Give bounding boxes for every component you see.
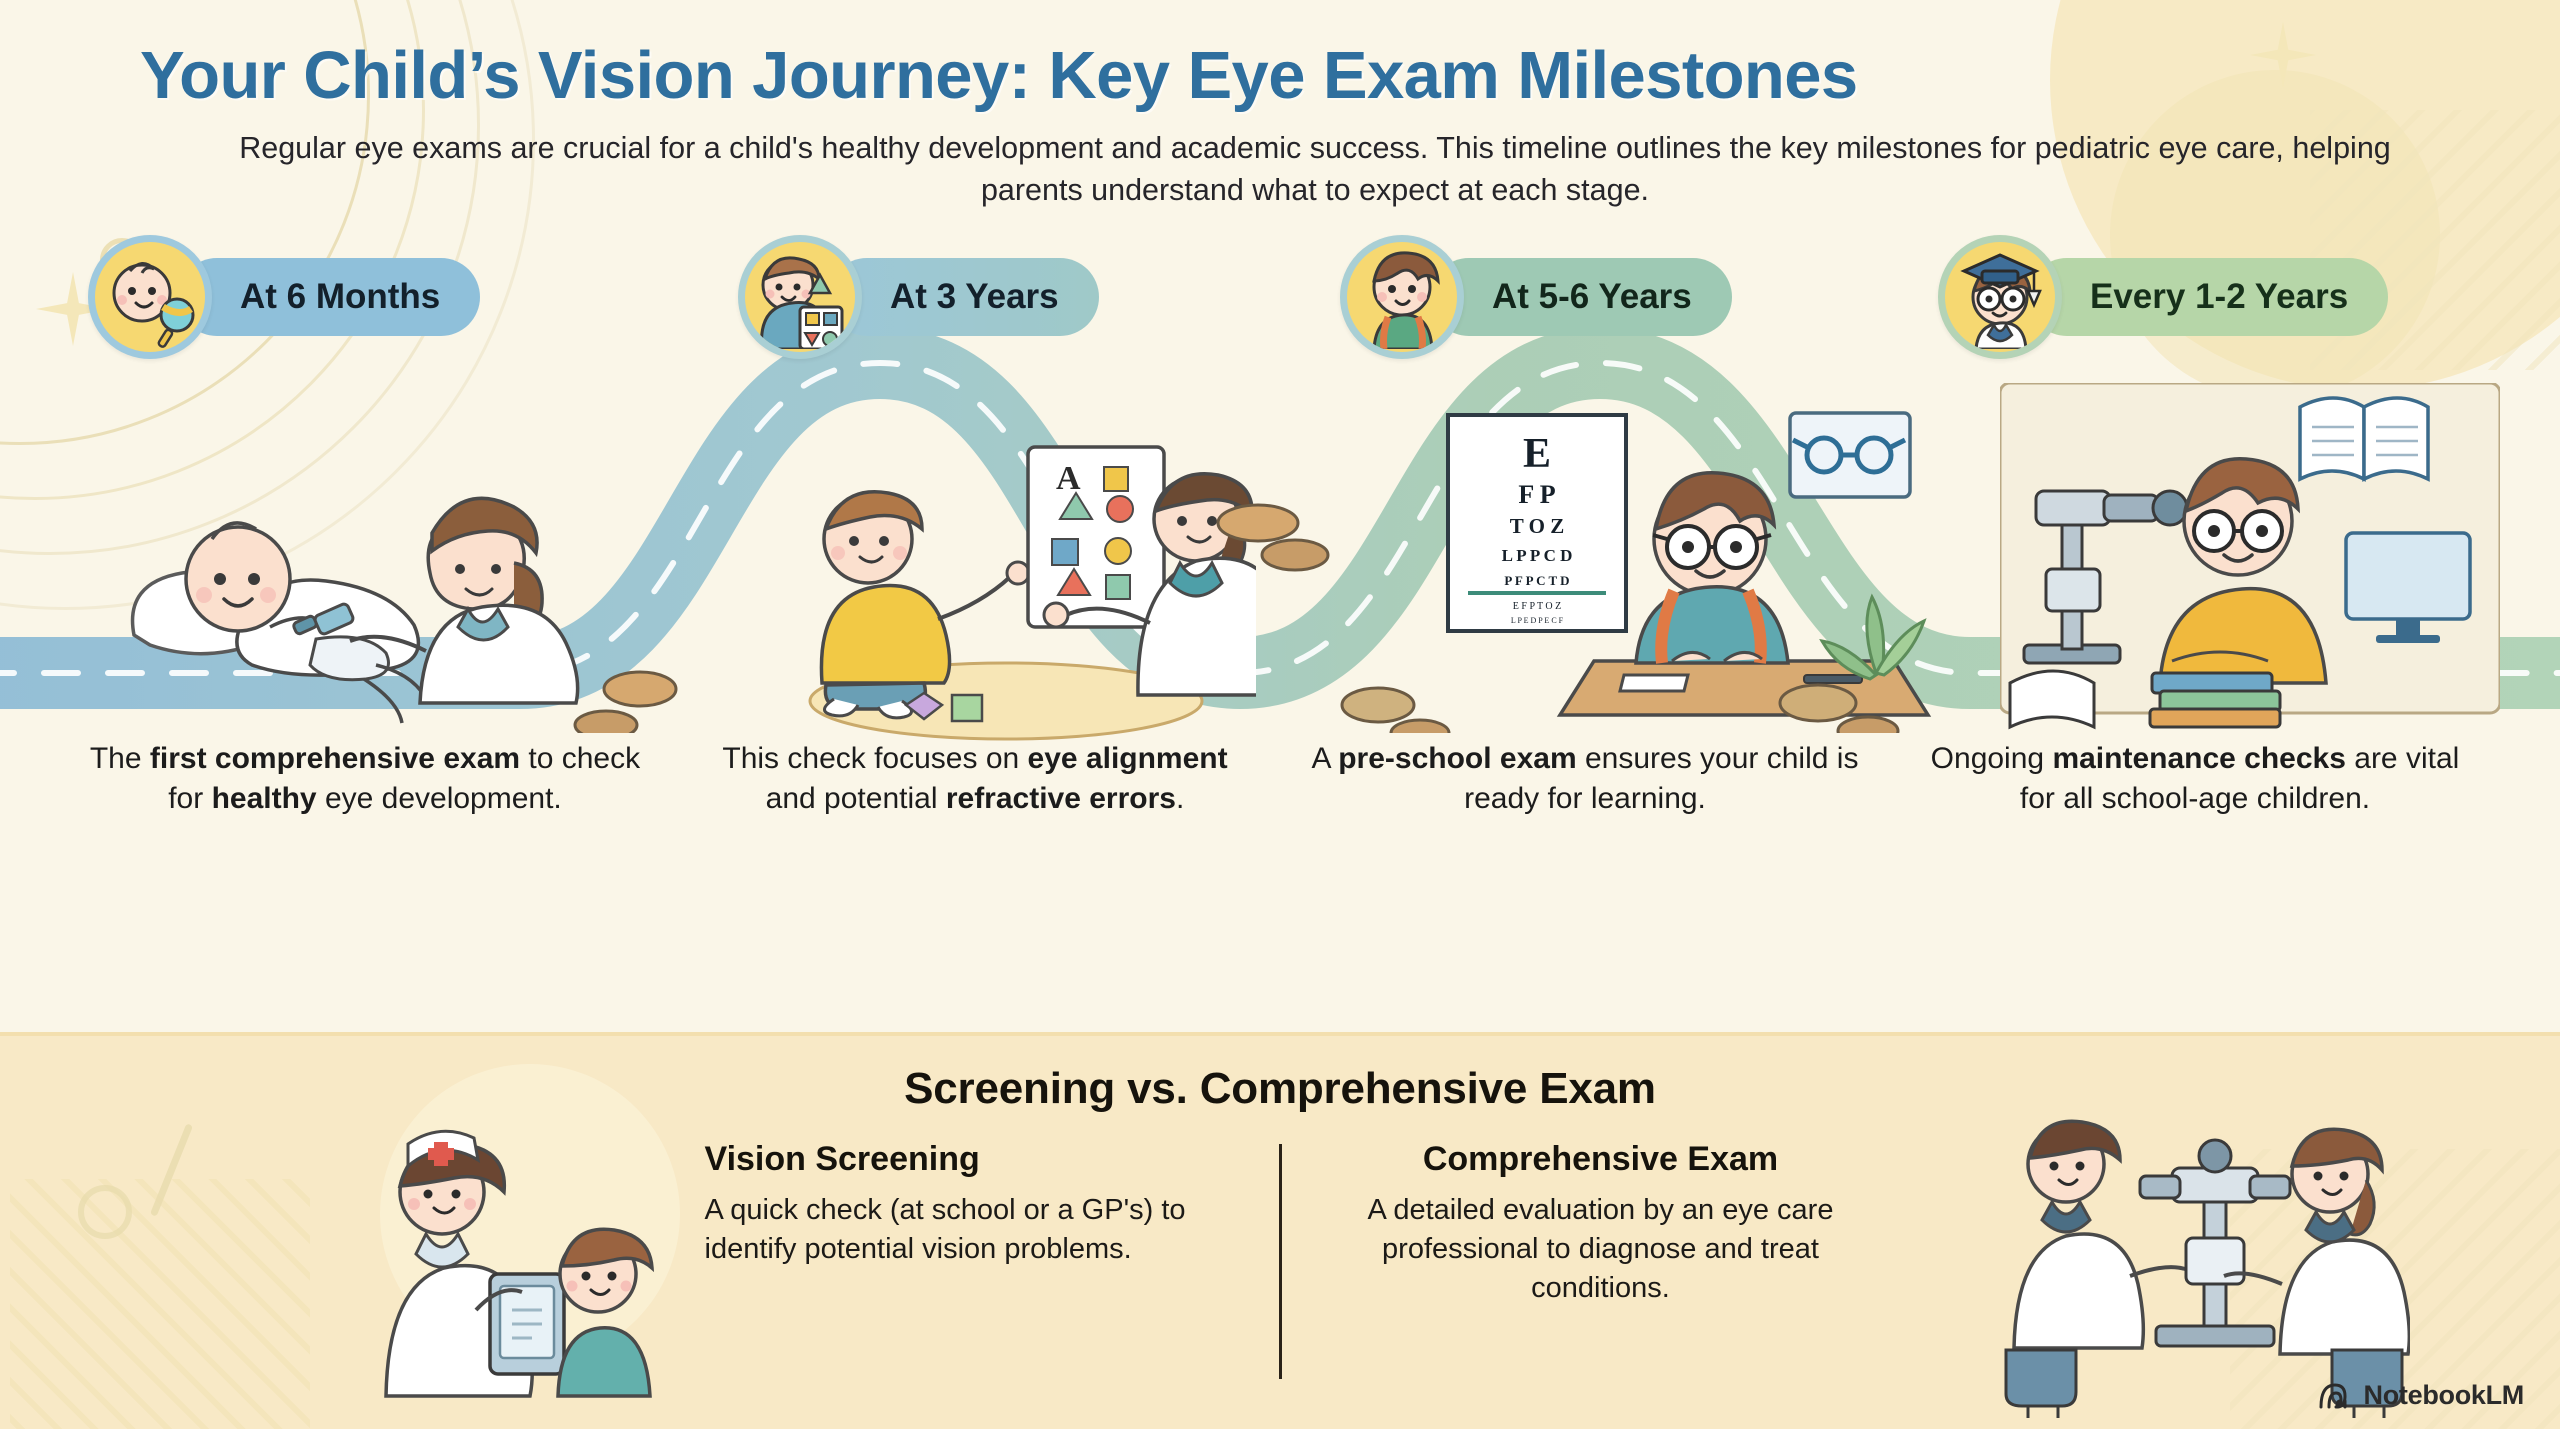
comparison-heading: Screening vs. Comprehensive Exam	[904, 1064, 1656, 1113]
decorative-stripes-bottom-left	[10, 1179, 310, 1429]
svg-text:F P: F P	[1518, 480, 1555, 509]
header: Your Child’s Vision Journey: Key Eye Exa…	[0, 0, 2560, 211]
svg-text:L P P C D: L P P C D	[1502, 546, 1573, 565]
svg-text:P F P C T D: P F P C T D	[1504, 573, 1569, 588]
timeline-section: A	[0, 233, 2560, 741]
milestone-caption-0: The first comprehensive exam to check fo…	[89, 742, 641, 816]
vision-screening-column: Vision Screening A quick check (at schoo…	[695, 1140, 1225, 1379]
milestone-badge-label: At 6 Months	[178, 258, 481, 337]
comprehensive-exam-body: A detailed evaluation by an eye care pro…	[1367, 1194, 1834, 1304]
notebooklm-spiral-icon	[2319, 1382, 2347, 1408]
milestone-badge-label: At 5-6 Years	[1430, 258, 1732, 337]
toddler-with-shape-sorter-icon	[738, 235, 862, 360]
column-divider	[1278, 1144, 1282, 1379]
svg-text:T O Z: T O Z	[1510, 514, 1564, 538]
baby-with-rattle-icon	[88, 235, 212, 360]
comparison-band: Screening vs. Comprehensive Exam Vision …	[0, 1032, 2560, 1429]
milestone-badge-5-6-years[interactable]: At 5-6 Years	[1340, 235, 1732, 360]
plant-icon	[1819, 593, 1927, 681]
milestone-badge-label: Every 1-2 Years	[2028, 258, 2389, 337]
milestone-captions: The first comprehensive exam to check fo…	[0, 739, 2560, 819]
stepping-stones	[573, 503, 1927, 734]
milestone-caption-3: Ongoing maintenance checks are vital for…	[1930, 742, 2460, 816]
notebooklm-watermark: NotebookLM	[2318, 1380, 2524, 1411]
comprehensive-exam-column: Comprehensive Exam A detailed evaluation…	[1336, 1140, 1866, 1379]
decorative-ring-icon	[78, 1185, 132, 1239]
svg-text:E F P T O Z: E F P T O Z	[1513, 601, 1561, 612]
schoolboy-with-backpack-icon	[1340, 235, 1464, 360]
svg-text:A: A	[1056, 460, 1081, 497]
watermark-label: NotebookLM	[2363, 1380, 2525, 1410]
milestone-badge-every-1-2-years[interactable]: Every 1-2 Years	[1938, 235, 2389, 360]
scene-toddler-shape-chart: A	[756, 423, 1256, 743]
milestone-badge-label: At 3 Years	[828, 258, 1099, 337]
comparison-columns: Vision Screening A quick check (at schoo…	[0, 1140, 2560, 1379]
scene-slit-lamp-exam	[2000, 383, 2500, 743]
page-subtitle: Regular eye exams are crucial for a chil…	[239, 131, 2391, 207]
milestone-caption-2: A pre-school exam ensures your child is …	[1311, 742, 1859, 816]
optometrists-with-slit-lamp-illustration	[1980, 1098, 2412, 1423]
page-title: Your Child’s Vision Journey: Key Eye Exa…	[140, 38, 1858, 113]
nurse-with-tablet-and-child-illustration	[330, 1114, 670, 1419]
graduate-boy-with-glasses-icon	[1938, 235, 2062, 360]
milestone-badge-3-years[interactable]: At 3 Years	[738, 235, 1099, 360]
milestone-badge-6-months[interactable]: At 6 Months	[88, 235, 481, 360]
comprehensive-exam-title: Comprehensive Exam	[1422, 1140, 1779, 1178]
milestone-caption-1: This check focuses on eye alignment and …	[722, 742, 1228, 816]
svg-text:E: E	[1523, 431, 1551, 477]
scene-snellen-chart-exam: E F P T O Z L P P C D P F P C T D E F P …	[1424, 393, 1964, 753]
svg-text:L P E D P E C F: L P E D P E C F	[1511, 616, 1564, 625]
vision-screening-body: A quick check (at school or a GP's) to i…	[704, 1194, 1186, 1265]
vision-screening-title: Vision Screening	[704, 1140, 980, 1178]
